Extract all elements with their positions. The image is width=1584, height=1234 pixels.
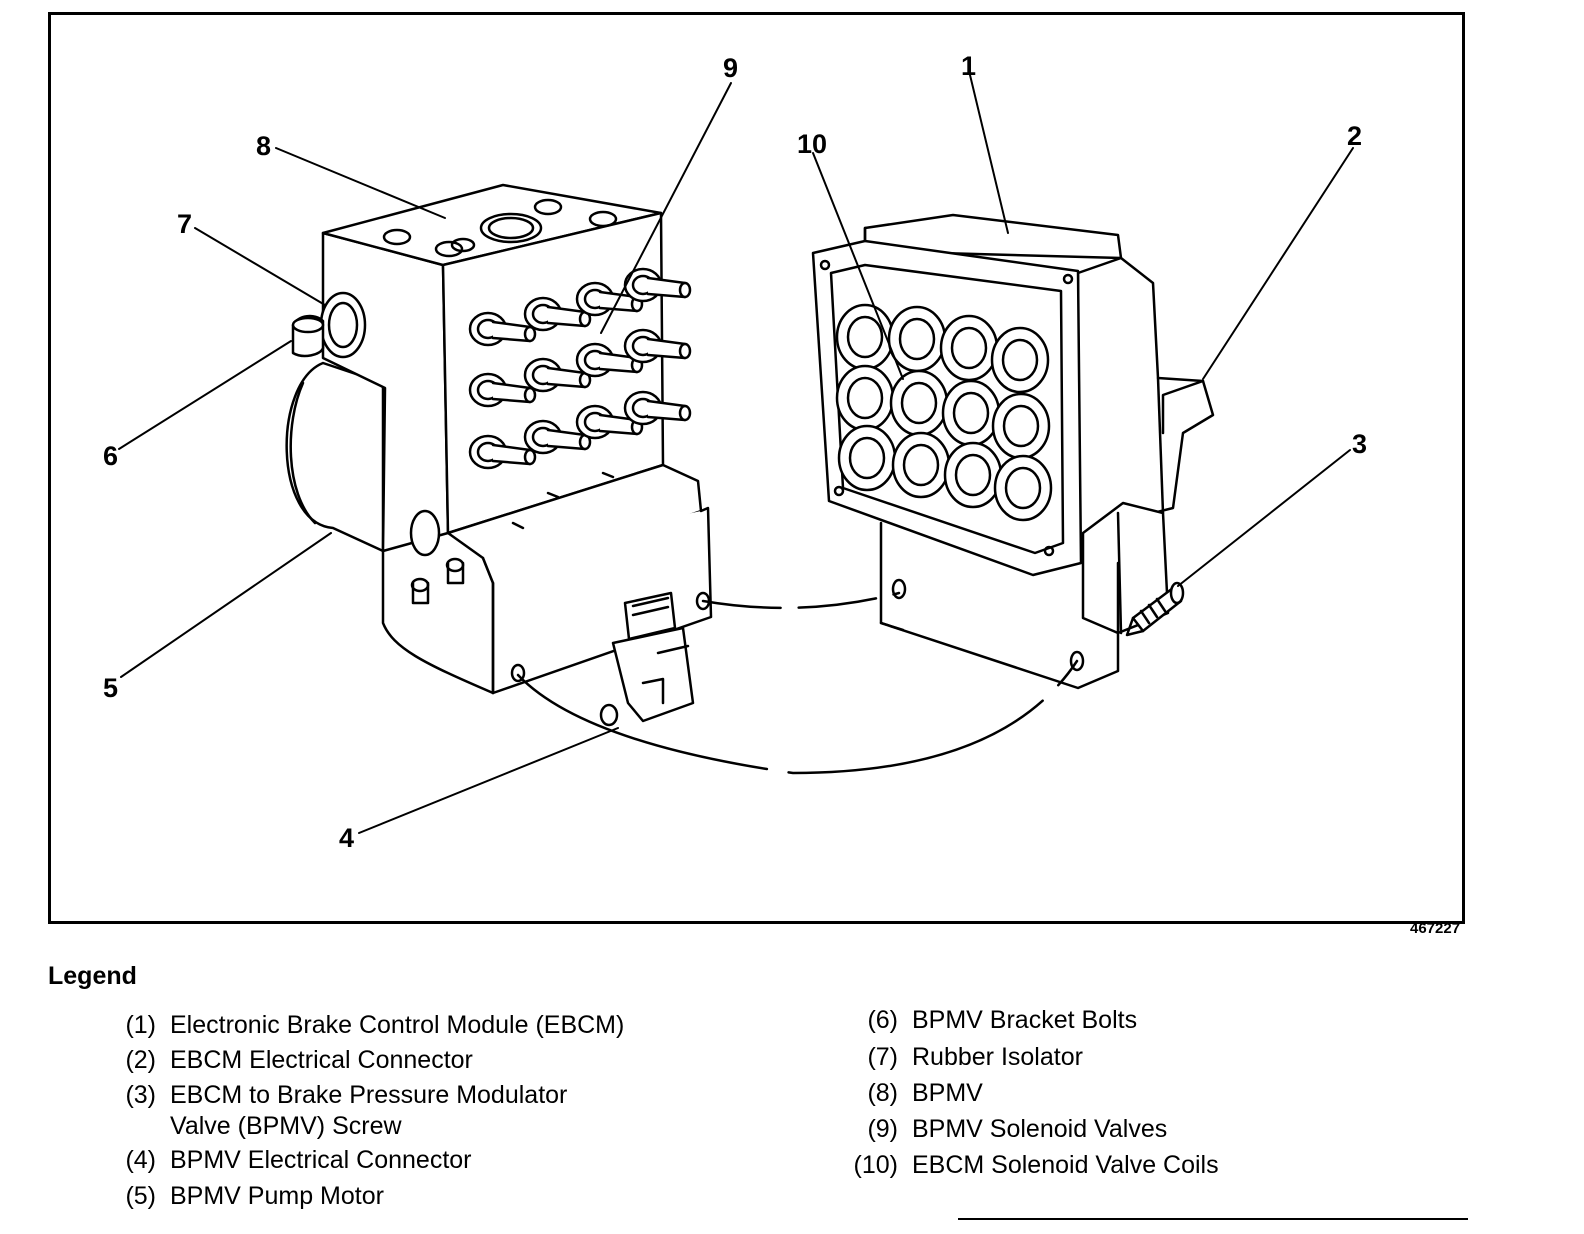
- legend-text: BPMV: [912, 1079, 983, 1107]
- legend-item-10: (10) EBCM Solenoid Valve Coils: [854, 1150, 1219, 1181]
- callout-4: 4: [339, 823, 354, 853]
- legend-text: EBCM Electrical Connector: [170, 1046, 473, 1074]
- legend-num: (4): [125, 1146, 156, 1174]
- legend-text: BPMV Electrical Connector: [170, 1146, 472, 1174]
- legend-text: BPMV Solenoid Valves: [912, 1115, 1168, 1143]
- legend-num: (5): [125, 1182, 156, 1210]
- assembly-guide-arcs: [516, 591, 1079, 775]
- diagram-frame: 1 2 3 4 5 6 7 8 9 10: [48, 12, 1465, 924]
- legend-item-3: (3) EBCM to Brake Pressure Modulator Val…: [125, 1080, 568, 1142]
- legend-num: (2): [125, 1046, 156, 1074]
- figure-id: 467227: [1410, 920, 1461, 937]
- legend-text: BPMV Bracket Bolts: [912, 1006, 1138, 1034]
- callout-1: 1: [961, 51, 976, 81]
- callout-2: 2: [1347, 121, 1362, 151]
- callout-numbers: 1 2 3 4 5 6 7 8 9 10: [103, 51, 1367, 853]
- callout-10: 10: [797, 129, 827, 159]
- ebcm-illustration: [811, 213, 1215, 690]
- legend-item-9: (9) BPMV Solenoid Valves: [867, 1114, 1168, 1145]
- callout-9: 9: [723, 53, 738, 83]
- legend-item-4: (4) BPMV Electrical Connector: [125, 1145, 472, 1176]
- legend-text: EBCM Solenoid Valve Coils: [912, 1151, 1219, 1179]
- callout-5: 5: [103, 673, 118, 703]
- callout-3: 3: [1352, 429, 1367, 459]
- legend-text: EBCM to Brake Pressure Modulator: [170, 1081, 568, 1109]
- legend-title: Legend: [48, 962, 137, 990]
- leader-lines: [118, 74, 1354, 834]
- legend-text: Rubber Isolator: [912, 1043, 1083, 1071]
- legend-num: (7): [867, 1043, 898, 1071]
- callout-7: 7: [177, 209, 192, 239]
- legend-text: BPMV Pump Motor: [170, 1182, 384, 1210]
- legend-num: (9): [867, 1115, 898, 1143]
- legend-text-continued: Valve (BPMV) Screw: [170, 1112, 402, 1140]
- callout-8: 8: [256, 131, 271, 161]
- bpmv-illustration: [285, 183, 713, 727]
- legend-item-6: (6) BPMV Bracket Bolts: [867, 1005, 1138, 1036]
- callout-6: 6: [103, 441, 118, 471]
- legend-item-1: (1) Electronic Brake Control Module (EBC…: [125, 1010, 625, 1041]
- legend-num: (1): [125, 1011, 156, 1039]
- abs-module-illustration: 1 2 3 4 5 6 7 8 9 10: [103, 51, 1367, 853]
- bottom-rule: [958, 1218, 1468, 1220]
- legend-item-7: (7) Rubber Isolator: [867, 1042, 1083, 1073]
- legend-num: (6): [867, 1006, 898, 1034]
- legend-num: (3): [125, 1081, 156, 1109]
- legend-num: (10): [853, 1151, 898, 1179]
- solenoid-valves-grid: [468, 267, 692, 470]
- legend-item-5: (5) BPMV Pump Motor: [125, 1181, 384, 1212]
- legend-text: Electronic Brake Control Module (EBCM): [170, 1011, 625, 1039]
- coils-grid: [835, 303, 1053, 522]
- legend-num: (8): [867, 1079, 898, 1107]
- legend-item-2: (2) EBCM Electrical Connector: [125, 1045, 473, 1076]
- legend-item-8: (8) BPMV: [867, 1078, 983, 1109]
